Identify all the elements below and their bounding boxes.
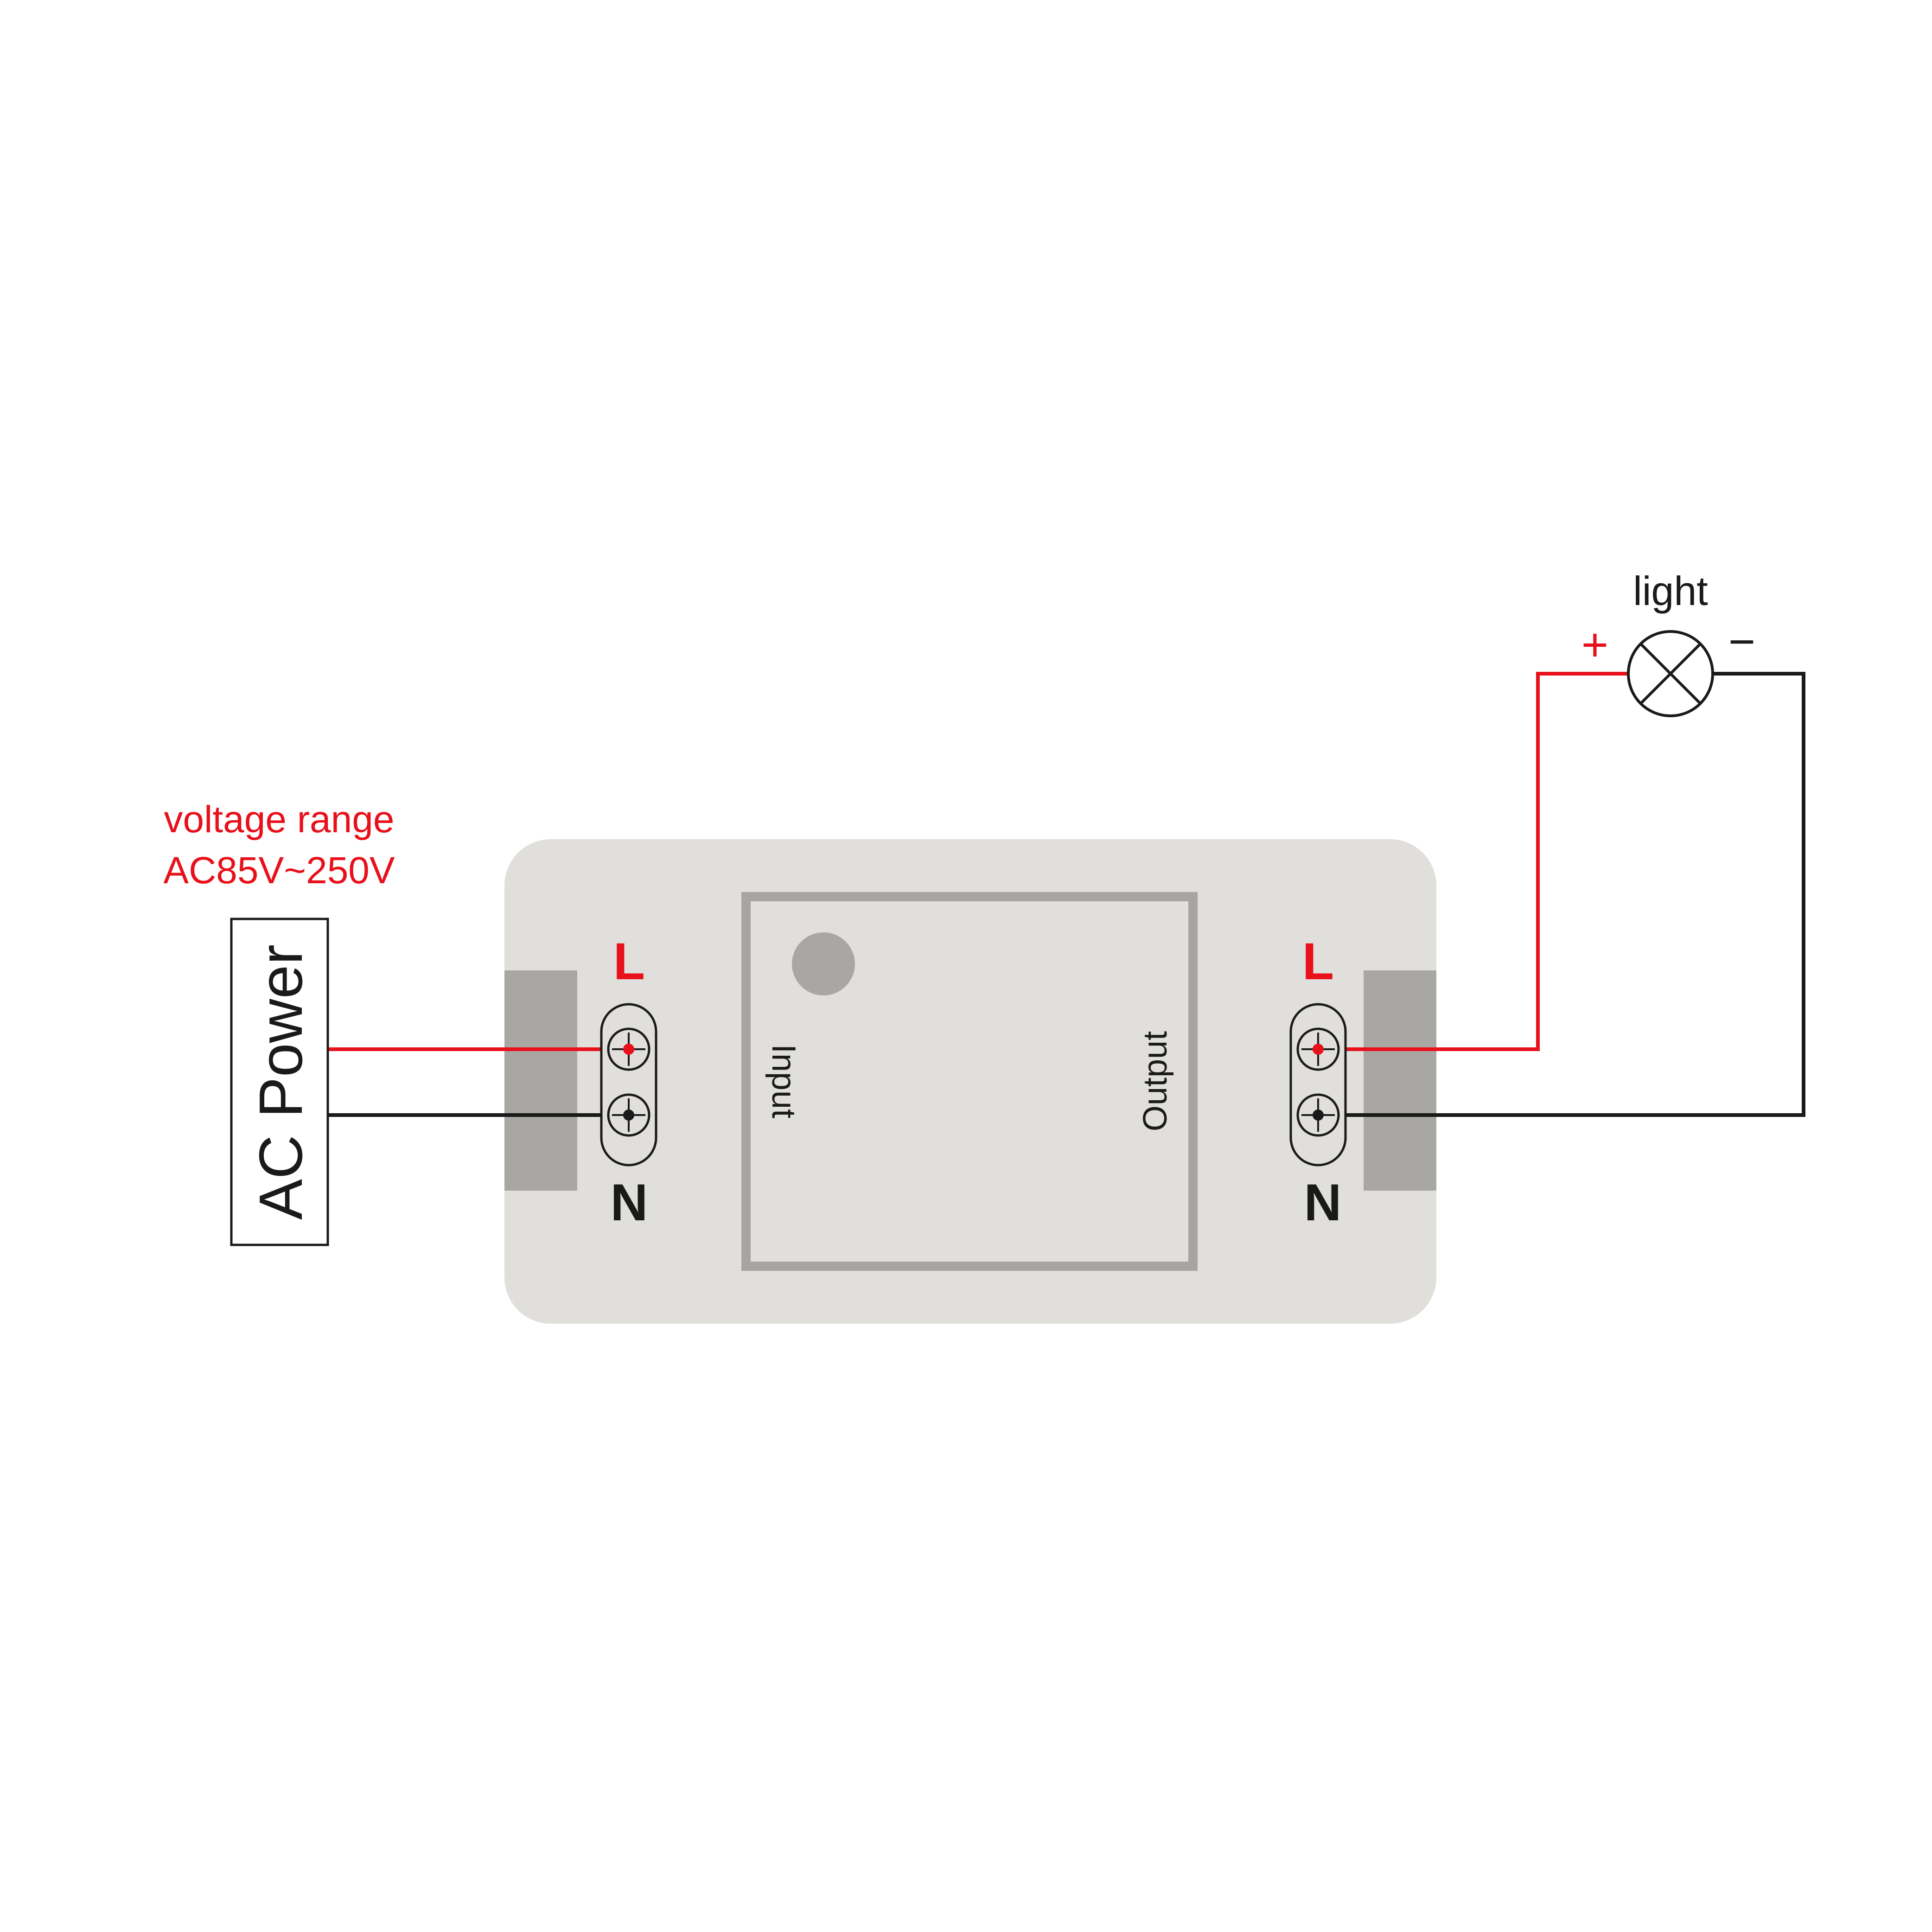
output-line-wire <box>1318 672 1628 1051</box>
output-neutral-contact <box>1313 1109 1324 1121</box>
light-minus-label: − <box>1728 616 1755 668</box>
output-neutral-label: N <box>1304 1173 1342 1231</box>
ac-power-box <box>230 918 329 1246</box>
output-label: Output <box>1137 1031 1174 1131</box>
output-terminal-block <box>1364 970 1436 1191</box>
output-terminal <box>1289 1003 1347 1167</box>
ac-power-label: AC Power <box>247 944 315 1220</box>
status-indicator-icon <box>792 932 855 995</box>
input-line-contact <box>623 1044 634 1055</box>
voltage-range-value: AC85V~250V <box>163 849 395 892</box>
input-neutral-contact <box>623 1109 634 1121</box>
output-line-label: L <box>1302 932 1334 990</box>
module-inner-frame <box>741 892 1198 1271</box>
light-bulb-icon <box>1627 630 1714 717</box>
module-body <box>504 839 1436 1324</box>
input-label: Input <box>765 1044 802 1118</box>
voltage-range-title: voltage range <box>164 798 395 841</box>
input-terminal <box>600 1003 657 1167</box>
input-line-label: L <box>613 932 645 990</box>
input-terminal-block <box>504 970 577 1191</box>
light-plus-label: + <box>1581 619 1608 671</box>
input-neutral-label: N <box>611 1173 648 1231</box>
light-label: light <box>1633 568 1708 614</box>
output-line-contact <box>1313 1044 1324 1055</box>
output-neutral-wire <box>1318 672 1805 1117</box>
